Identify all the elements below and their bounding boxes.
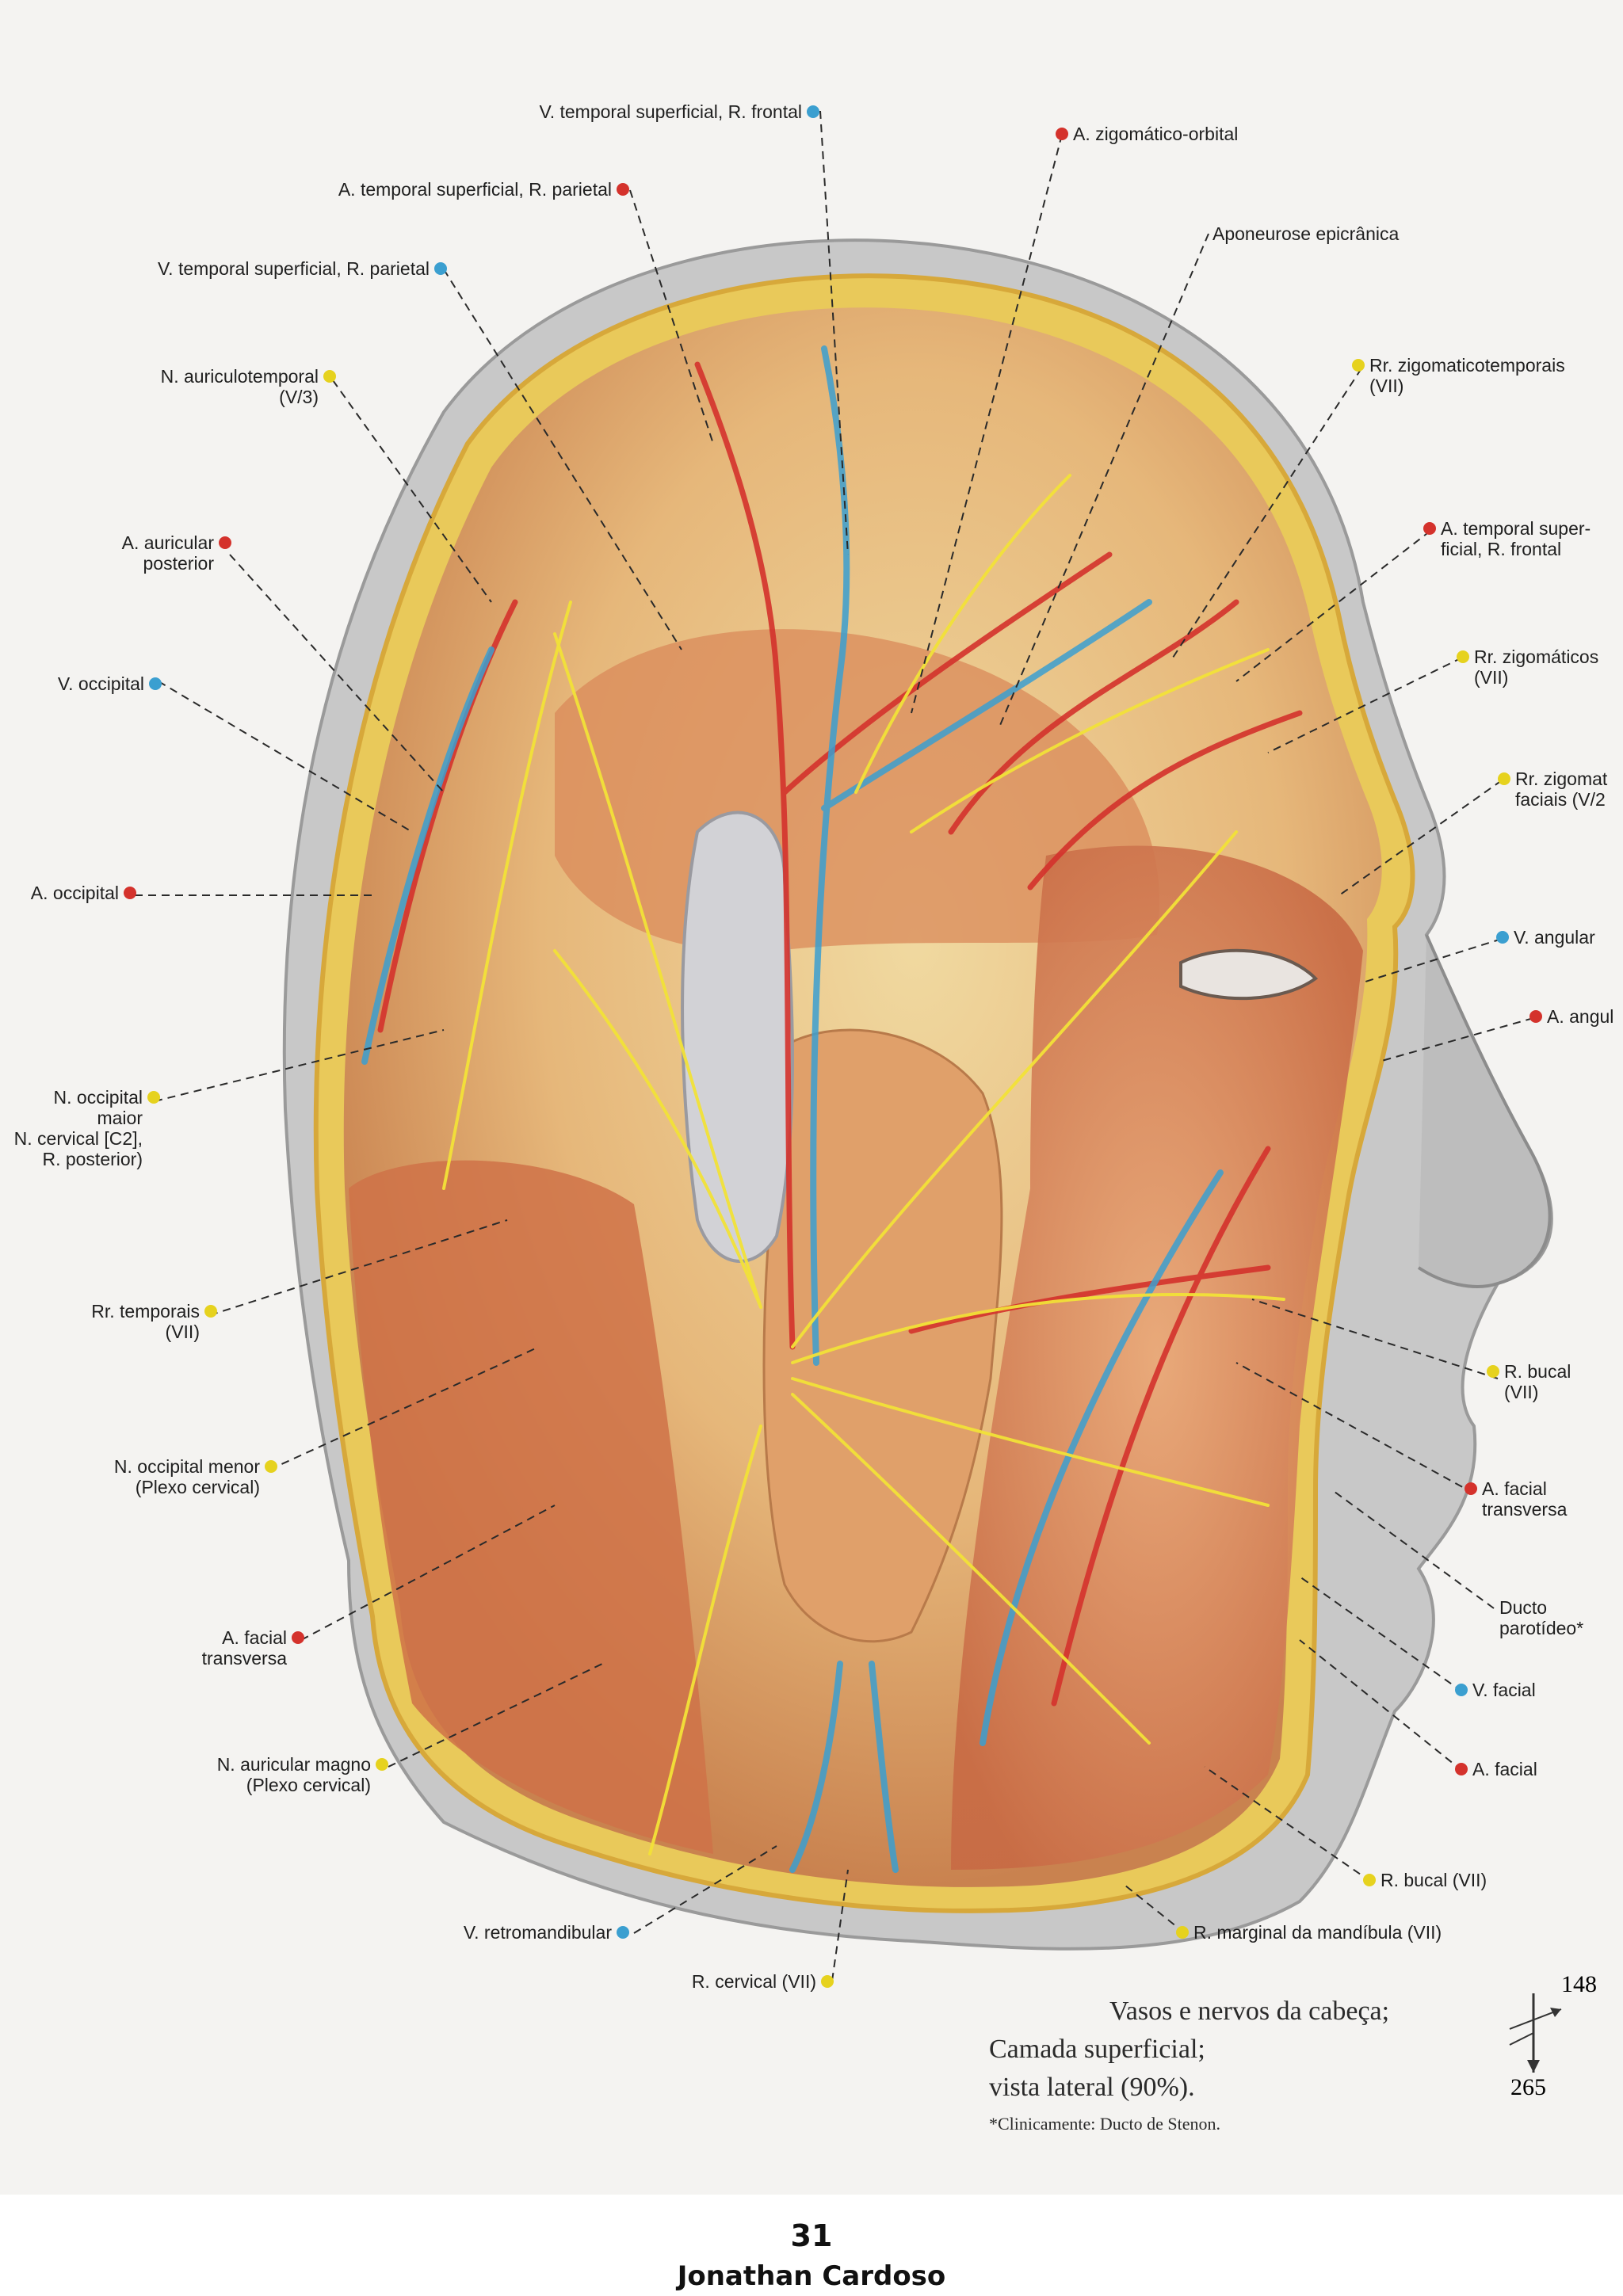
- caption-line-1: Vasos e nervos da cabeça;: [1109, 1997, 1390, 2026]
- orientation-bottom-number: 265: [1510, 2074, 1546, 2100]
- caption-line-2: Camada superficial;: [989, 2035, 1205, 2064]
- nerve-dot: [1457, 650, 1469, 663]
- nerve-dot: [821, 1974, 834, 1988]
- vein-dot: [1455, 1683, 1468, 1696]
- label-aponeurose-epicranica: Aponeurose epicrânica: [1212, 223, 1400, 244]
- figure-caption: Vasos e nervos da cabeça; Camada superfi…: [989, 1993, 1389, 2142]
- orientation-marker: 148 265: [1498, 1971, 1609, 2106]
- label-v-angular: V. angular: [1491, 927, 1595, 948]
- arteries: [377, 361, 1303, 1707]
- label-a-zigomatico-orbital: A. zigomático-orbital: [1051, 124, 1238, 144]
- nose: [1417, 934, 1552, 1288]
- page-number: 31: [790, 2218, 833, 2253]
- nerve-dot: [265, 1459, 277, 1473]
- artery-dot: [124, 886, 136, 899]
- artery-dot: [219, 536, 231, 549]
- facial-muscles: [951, 845, 1363, 1870]
- nerve-dot: [1176, 1925, 1189, 1939]
- head-illustration: [135, 110, 1553, 1981]
- label-v-retromandibular: V. retromandibular: [464, 1922, 634, 1943]
- label-r-cervical: R. cervical (VII): [692, 1971, 838, 1992]
- vein-dot: [1496, 930, 1509, 944]
- nerve-dot: [1352, 358, 1365, 372]
- label-rr-zigomaticofaciais: Rr. zigomat faciais (V/2: [1493, 769, 1607, 810]
- artery-dot: [617, 182, 629, 196]
- vein-dot: [434, 261, 447, 275]
- leader-lines: [135, 110, 1534, 1981]
- label-a-facial: A. facial: [1450, 1759, 1537, 1779]
- label-a-angular: A. angul: [1525, 1006, 1613, 1027]
- artery-dot: [1465, 1482, 1477, 1495]
- label-a-facial-transversa-right: A. facial transversa: [1460, 1478, 1567, 1520]
- label-r-marginal-mandibula: R. marginal da mandíbula (VII): [1171, 1922, 1442, 1943]
- nerve-dot: [1498, 772, 1510, 785]
- nerves: [442, 474, 1285, 1855]
- artery-dot: [1056, 127, 1068, 140]
- label-ducto-parotideo: Ducto parotídeo*: [1499, 1597, 1584, 1638]
- veins: [361, 345, 1224, 1873]
- label-a-temporal-frontal: A. temporal super- ficial, R. frontal: [1419, 518, 1591, 559]
- vein-dot: [149, 677, 162, 690]
- nerve-dot: [147, 1090, 160, 1104]
- nerve-dot: [204, 1304, 217, 1318]
- label-n-occipital-maior: N. occipital maior N. cervical [C2], R. …: [14, 1087, 165, 1169]
- label-a-occipital: A. occipital: [31, 883, 141, 903]
- caption-footnote: *Clinicamente: Ducto de Stenon.: [989, 2114, 1221, 2134]
- author-name: Jonathan Cardoso: [677, 2260, 946, 2292]
- artery-dot: [292, 1630, 304, 1644]
- orientation-top-number: 148: [1561, 1971, 1597, 1997]
- vein-dot: [807, 105, 819, 118]
- label-n-auriculotemporal: N. auriculotemporal (V/3): [161, 366, 341, 407]
- artery-dot: [1455, 1762, 1468, 1775]
- label-rr-zigomaticotemporais: Rr. zigomaticotemporais (VII): [1347, 355, 1565, 396]
- label-v-occipital: V. occipital: [58, 673, 166, 694]
- caption-line-3: vista lateral (90%).: [989, 2073, 1195, 2102]
- label-a-auricular-posterior: A. auricular posterior: [122, 532, 236, 574]
- label-v-temporal-frontal: V. temporal superficial, R. frontal: [539, 101, 824, 122]
- label-a-temporal-parietal: A. temporal superficial, R. parietal: [338, 179, 634, 200]
- eye: [1179, 948, 1319, 1001]
- ear: [681, 810, 794, 1264]
- label-n-auricular-magno: N. auricular magno (Plexo cervical): [217, 1754, 393, 1795]
- label-r-bucal-upper: R. bucal (VII): [1482, 1361, 1571, 1402]
- label-v-temporal-parietal: V. temporal superficial, R. parietal: [158, 258, 452, 279]
- nerve-dot: [376, 1757, 388, 1771]
- label-a-facial-transversa-left: A. facial transversa: [202, 1627, 309, 1669]
- vein-dot: [617, 1925, 629, 1939]
- orientation-arrows-icon: [1509, 1993, 1562, 2073]
- nerve-dot: [1487, 1364, 1499, 1378]
- label-rr-zigomaticos: Rr. zigomáticos (VII): [1452, 646, 1598, 688]
- label-rr-temporais: Rr. temporais (VII): [91, 1301, 222, 1342]
- label-v-facial: V. facial: [1450, 1680, 1536, 1700]
- artery-dot: [1423, 521, 1436, 535]
- atlas-plate: V. temporal superficial, R. frontal A. t…: [0, 0, 1623, 2195]
- nerve-dot: [323, 369, 336, 383]
- label-r-bucal-lower: R. bucal (VII): [1358, 1870, 1487, 1890]
- neck-muscles: [349, 1160, 713, 1854]
- nerve-dot: [1363, 1873, 1376, 1886]
- label-n-occipital-menor: N. occipital menor (Plexo cervical): [114, 1456, 282, 1497]
- artery-dot: [1529, 1009, 1542, 1023]
